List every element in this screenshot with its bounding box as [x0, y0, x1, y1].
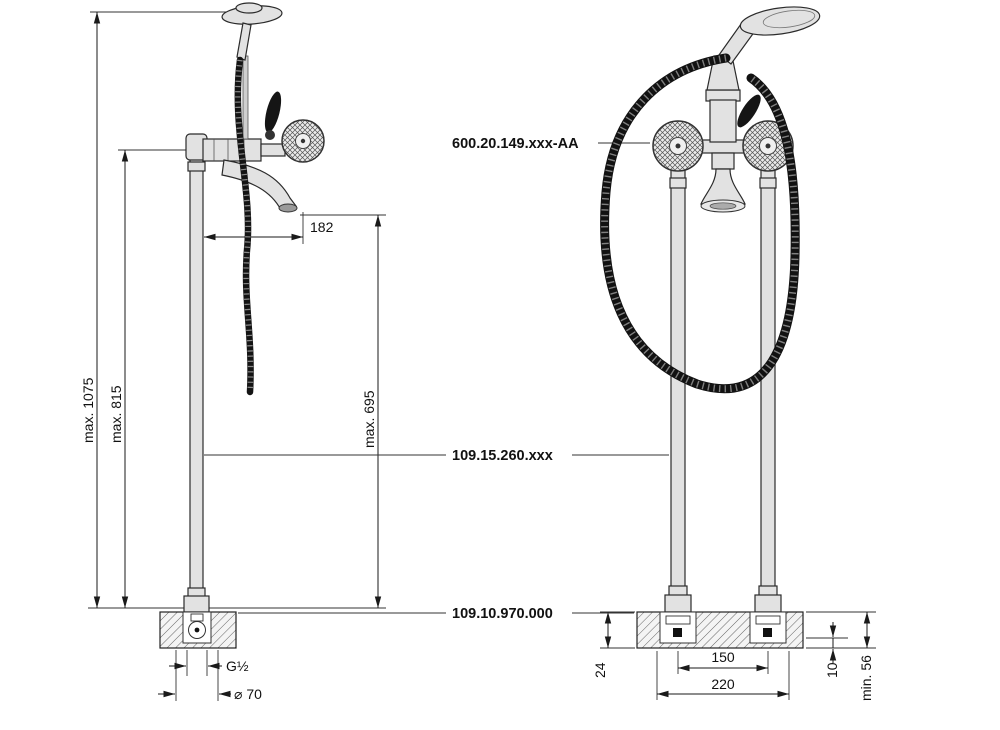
- dim-24: 24: [592, 662, 608, 678]
- pipe-nut: [187, 161, 206, 172]
- dim-182: 182: [310, 219, 334, 235]
- standpipe-side: [189, 157, 204, 595]
- handshower-head-front: [739, 6, 821, 36]
- label-mixer-code: 600.20.149.xxx-AA: [452, 136, 579, 152]
- dim-min-56: min. 56: [858, 655, 874, 701]
- dim-max-1075: max. 1075: [80, 377, 96, 443]
- diverter-lever-front: [737, 94, 761, 128]
- side-view: [159, 2, 325, 649]
- spout-outlet: [278, 203, 298, 213]
- bell-spout: [700, 168, 746, 205]
- dim-150: 150: [711, 649, 735, 665]
- dim-max-695: max. 695: [361, 390, 377, 448]
- front-view: [600, 6, 821, 649]
- dim-g-half: G½: [226, 658, 249, 674]
- label-standpipe-code: 109.15.260.xxx: [452, 448, 553, 464]
- mixer-body-front: [709, 99, 737, 143]
- diverter-lever-side: [264, 91, 282, 133]
- mixer-body-side: [202, 138, 262, 162]
- dim-10: 10: [824, 662, 840, 678]
- dimension-lines: [88, 11, 876, 701]
- shower-holder-rod: [242, 55, 249, 140]
- part-labels: 600.20.149.xxx-AA 109.15.260.xxx 109.10.…: [204, 136, 669, 622]
- base-flange: [183, 595, 210, 613]
- handshower-grip-side: [236, 22, 252, 61]
- dim-max-815: max. 815: [108, 385, 124, 443]
- label-floor-fixing-code: 109.10.970.000: [452, 606, 553, 622]
- dim-220: 220: [711, 676, 735, 692]
- spout-side: [221, 159, 298, 211]
- dim-dia-70: ⌀ 70: [234, 686, 262, 702]
- dimension-texts: max. 1075 max. 815 max. 695 182 G½ ⌀ 70 …: [80, 219, 874, 702]
- wheel-stem: [260, 143, 286, 157]
- shower-hose-loop: [600, 53, 800, 394]
